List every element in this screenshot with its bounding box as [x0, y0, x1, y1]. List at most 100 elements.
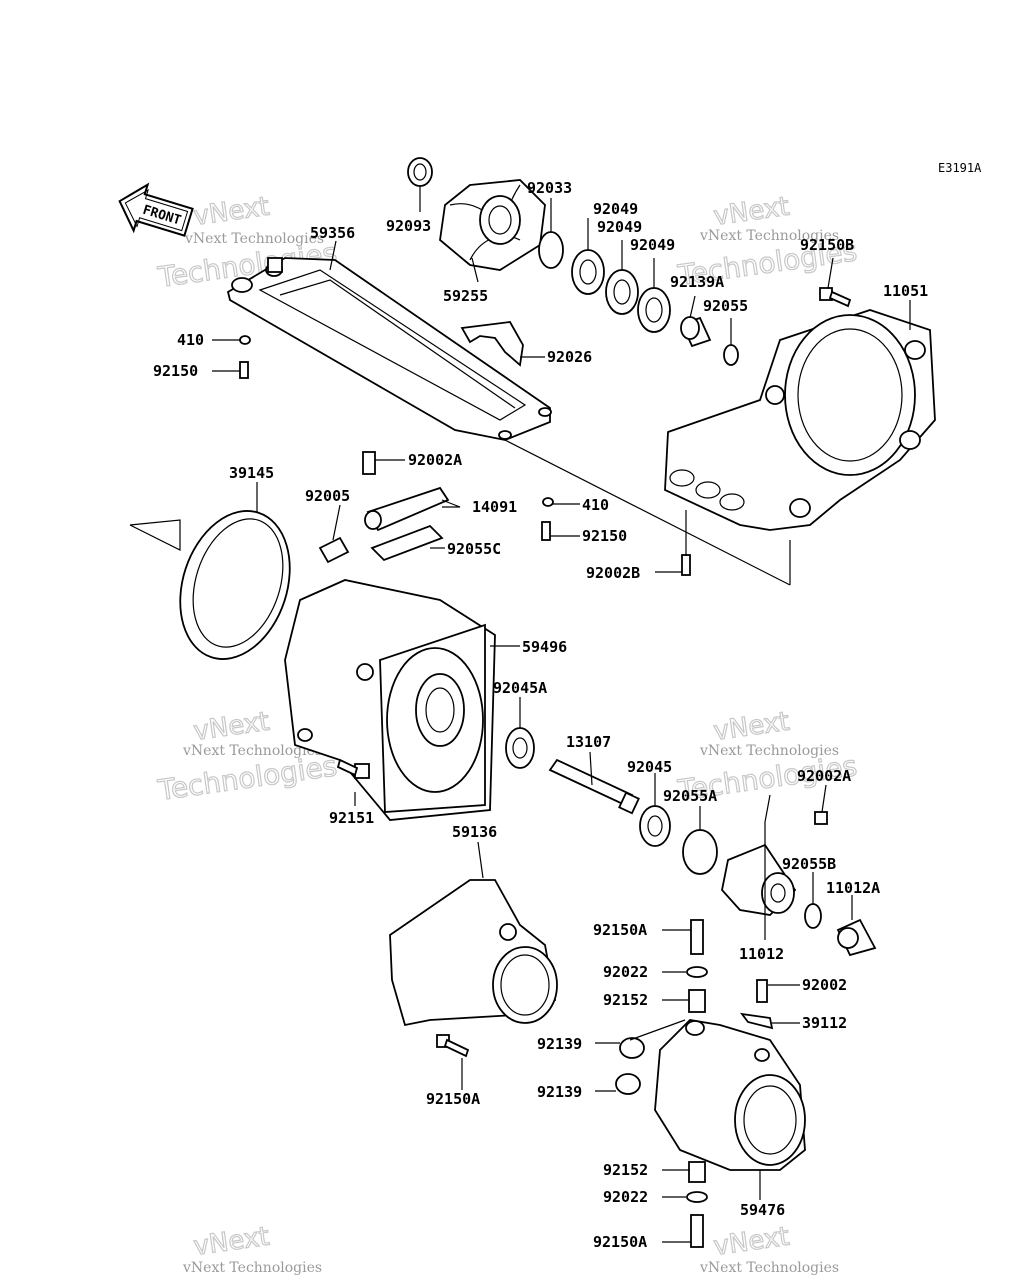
part-label-92150A: 92150A: [426, 1090, 480, 1108]
bearing-92045-part: [639, 805, 671, 847]
part-label-59356: 59356: [310, 224, 355, 242]
part-label-92026: 92026: [547, 348, 592, 366]
part-label-59496: 59496: [522, 638, 567, 656]
part-label-59136: 59136: [452, 823, 497, 841]
part-label-11012: 11012: [739, 945, 784, 963]
part-label-92002A: 92002A: [408, 451, 462, 469]
part-label-92150A: 92150A: [593, 1233, 647, 1251]
steering-nozzle-part: [654, 1019, 806, 1171]
collar-part: [688, 1161, 706, 1183]
watermark-bottom-right: vNext vNext Technologies: [699, 1221, 839, 1276]
part-label-410: 410: [582, 496, 609, 514]
washer-part: [542, 497, 554, 507]
part-label-92150A: 92150A: [593, 921, 647, 939]
collar-part: [680, 316, 712, 348]
pump-housing-part: [664, 309, 936, 531]
part-label-410: 410: [177, 331, 204, 349]
washer-part: [686, 1191, 708, 1203]
nozzle-59136-part: [389, 879, 558, 1027]
part-label-92150: 92150: [153, 362, 198, 380]
part-label-92152: 92152: [603, 991, 648, 1009]
part-label-92055B: 92055B: [782, 855, 836, 873]
part-label-92150B: 92150B: [800, 236, 854, 254]
part-label-92055A: 92055A: [663, 787, 717, 805]
part-label-13107: 13107: [566, 733, 611, 751]
shaft-part: [548, 758, 640, 815]
bushing-92139-part: [619, 1037, 645, 1059]
washer-part: [686, 966, 708, 978]
part-label-92002A: 92002A: [797, 767, 851, 785]
o-ring-part: [804, 903, 822, 929]
part-label-92055: 92055: [703, 297, 748, 315]
bolt-92151-part: [336, 758, 370, 779]
part-label-92152: 92152: [603, 1161, 648, 1179]
fitting-92005-part: [318, 536, 350, 564]
bushing-ring-part: [179, 510, 291, 660]
watermark-big-word: vNext: [192, 1222, 271, 1262]
circlip-part: [538, 231, 564, 269]
part-label-11012A: 11012A: [826, 879, 880, 897]
lever-part: [739, 1012, 774, 1030]
part-label-92139: 92139: [537, 1083, 582, 1101]
part-label-92151: 92151: [329, 809, 374, 827]
bolt-part: [681, 554, 691, 576]
part-label-92049: 92049: [593, 200, 638, 218]
part-label-92093: 92093: [386, 217, 431, 235]
bolt-part: [541, 521, 551, 541]
part-label-92055C: 92055C: [447, 540, 501, 558]
pump-case-part: [284, 579, 496, 821]
cover-14091-part: [364, 486, 450, 532]
part-label-92049: 92049: [597, 218, 642, 236]
part-label-59476: 59476: [740, 1201, 785, 1219]
washer-part: [239, 335, 251, 345]
part-label-92002: 92002: [802, 976, 847, 994]
part-label-39145: 39145: [229, 464, 274, 482]
part-label-92033: 92033: [527, 179, 572, 197]
part-labels: 92093 92033 92049 92049 92049 59356 5925…: [153, 179, 928, 1251]
part-label-39112: 39112: [802, 1014, 847, 1032]
bolt-part: [239, 361, 249, 379]
ride-plate-part: [226, 257, 552, 441]
part-label-92022: 92022: [603, 963, 648, 981]
part-label-14091: 14091: [472, 498, 517, 516]
bolt-part: [362, 451, 376, 475]
front-arrow-icon: FRONT: [118, 182, 194, 237]
part-label-59255: 59255: [443, 287, 488, 305]
o-ring-part: [723, 344, 739, 366]
part-label-92045: 92045: [627, 758, 672, 776]
watermark-big-word: vNext: [712, 192, 791, 232]
bolt-part: [756, 979, 768, 1003]
watermark-bottom-left: vNext vNext Technologies: [182, 1221, 322, 1276]
bushing-92139-part: [615, 1073, 641, 1095]
bolt-part: [690, 1214, 704, 1248]
plate-part: [460, 321, 524, 367]
watermark-big-word: vNext: [192, 707, 271, 747]
watermark-text: vNext Technologies: [699, 1260, 839, 1276]
diagram-code: E3191A: [938, 161, 982, 175]
watermark-text: vNext Technologies: [699, 743, 839, 759]
part-label-92150: 92150: [582, 527, 627, 545]
gasket-part: [370, 524, 444, 562]
part-label-92022: 92022: [603, 1188, 648, 1206]
watermark-text: vNext Technologies: [699, 228, 839, 244]
part-label-92049: 92049: [630, 236, 675, 254]
collar-part: [688, 989, 706, 1013]
bolt-part: [436, 1034, 470, 1058]
part-label-92005: 92005: [305, 487, 350, 505]
bearing-92045A-part: [505, 727, 535, 769]
watermark-big-word: vNext: [192, 192, 271, 232]
watermark-top-right: vNext vNext Technologies Technologies: [675, 191, 860, 293]
oil-seal-parts: [571, 249, 671, 333]
part-label-92002B: 92002B: [586, 564, 640, 582]
bolt-part: [690, 919, 704, 955]
watermark-text: vNext Technologies: [182, 743, 322, 759]
part-label-92139A: 92139A: [670, 273, 724, 291]
watermark-text: vNext Technologies: [182, 1260, 322, 1276]
watermark-big-word: vNext: [712, 707, 791, 747]
bolt-92150B-part: [819, 287, 852, 308]
part-label-92139: 92139: [537, 1035, 582, 1053]
part-label-11051: 11051: [883, 282, 928, 300]
cap-92093-part: [407, 157, 433, 187]
o-ring-part: [682, 829, 718, 875]
